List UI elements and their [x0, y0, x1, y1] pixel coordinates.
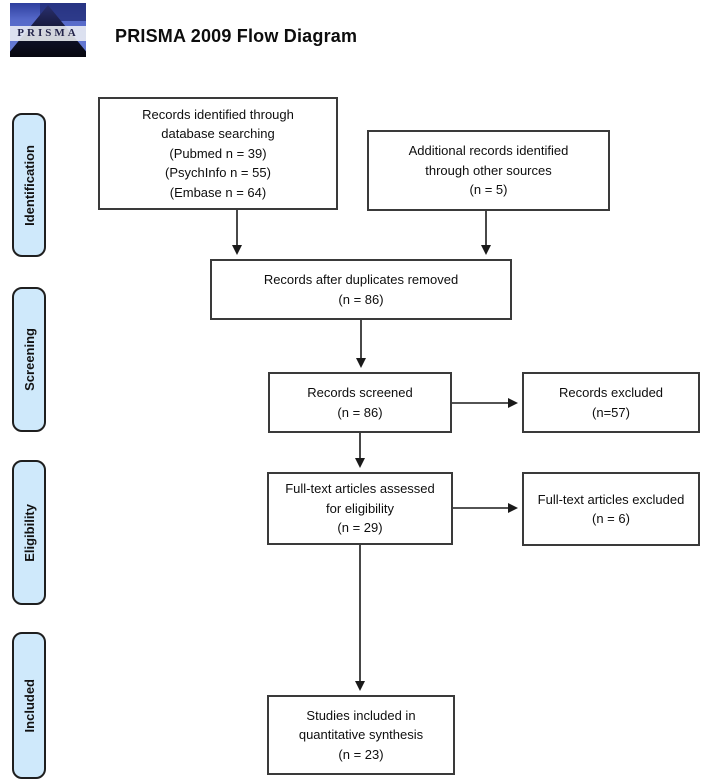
- stage-label: Identification: [21, 144, 37, 226]
- box-additional-records: Additional records identified through ot…: [367, 130, 610, 211]
- logo-text: PRISMA: [17, 27, 79, 40]
- box-fulltext-excluded: Full-text articles excluded (n = 6): [522, 472, 700, 546]
- logo-text-band: PRISMA: [10, 25, 86, 41]
- stage-label: Eligibility: [21, 503, 37, 562]
- stage-label: Included: [21, 678, 37, 733]
- stage-eligibility: Eligibility: [12, 460, 46, 605]
- prisma-logo: PRISMA: [10, 3, 86, 57]
- box-records-excluded: Records excluded (n=57): [522, 372, 700, 433]
- stage-identification: Identification: [12, 113, 46, 257]
- stage-label: Screening: [21, 328, 37, 391]
- stage-included: Included: [12, 632, 46, 779]
- box-records-screened: Records screened (n = 86): [268, 372, 452, 433]
- page-title: PRISMA 2009 Flow Diagram: [115, 26, 358, 46]
- box-after-duplicates: Records after duplicates removed (n = 86…: [210, 259, 512, 320]
- stage-screening: Screening: [12, 287, 46, 432]
- box-studies-included: Studies included in quantitative synthes…: [267, 695, 455, 775]
- box-records-identified: Records identified through database sear…: [98, 97, 338, 210]
- box-fulltext-assessed: Full-text articles assessed for eligibil…: [267, 472, 453, 545]
